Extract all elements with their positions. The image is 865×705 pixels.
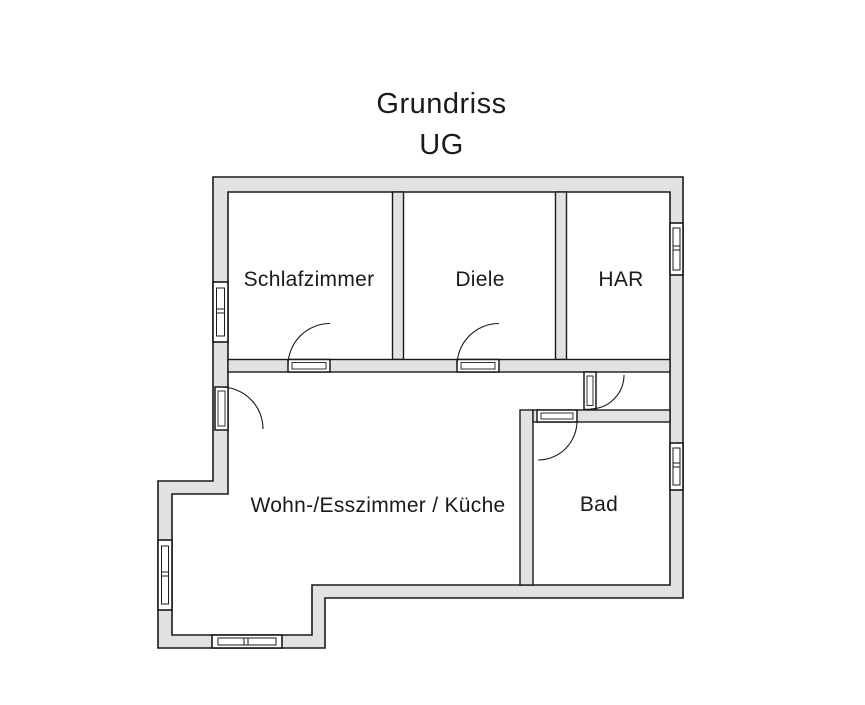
window-schlafzimmer-west — [212, 281, 229, 343]
room-label-diele: Diele — [455, 268, 505, 291]
page-title: Grundriss UG — [9, 84, 865, 166]
window-bad-east — [669, 442, 684, 491]
room-label-wohn-esszimmer-kueche: Wohn-/Esszimmer / Küche — [250, 494, 506, 517]
door-entrance-west — [214, 386, 264, 431]
door-vestibule — [583, 371, 625, 411]
wall-livingroom-bad — [519, 409, 534, 586]
wall-diele-har — [554, 191, 568, 361]
plan-title: Grundriss — [376, 88, 507, 120]
window-livingroom-south — [211, 634, 283, 649]
wall-schlafzimmer-diele — [391, 191, 405, 361]
window-har-east — [669, 222, 684, 276]
window-livingroom-west — [157, 539, 173, 611]
room-label-schlafzimmer: Schlafzimmer — [243, 268, 375, 291]
room-label-har: HAR — [598, 268, 644, 291]
door-diele — [456, 322, 500, 373]
door-schlafzimmer — [287, 322, 331, 373]
room-label-bad: Bad — [579, 493, 619, 516]
wall-toprooms-livingroom — [227, 358, 671, 373]
door-bad — [536, 409, 578, 461]
exterior-walls — [157, 176, 684, 649]
floor-level-label: UG — [419, 129, 464, 161]
